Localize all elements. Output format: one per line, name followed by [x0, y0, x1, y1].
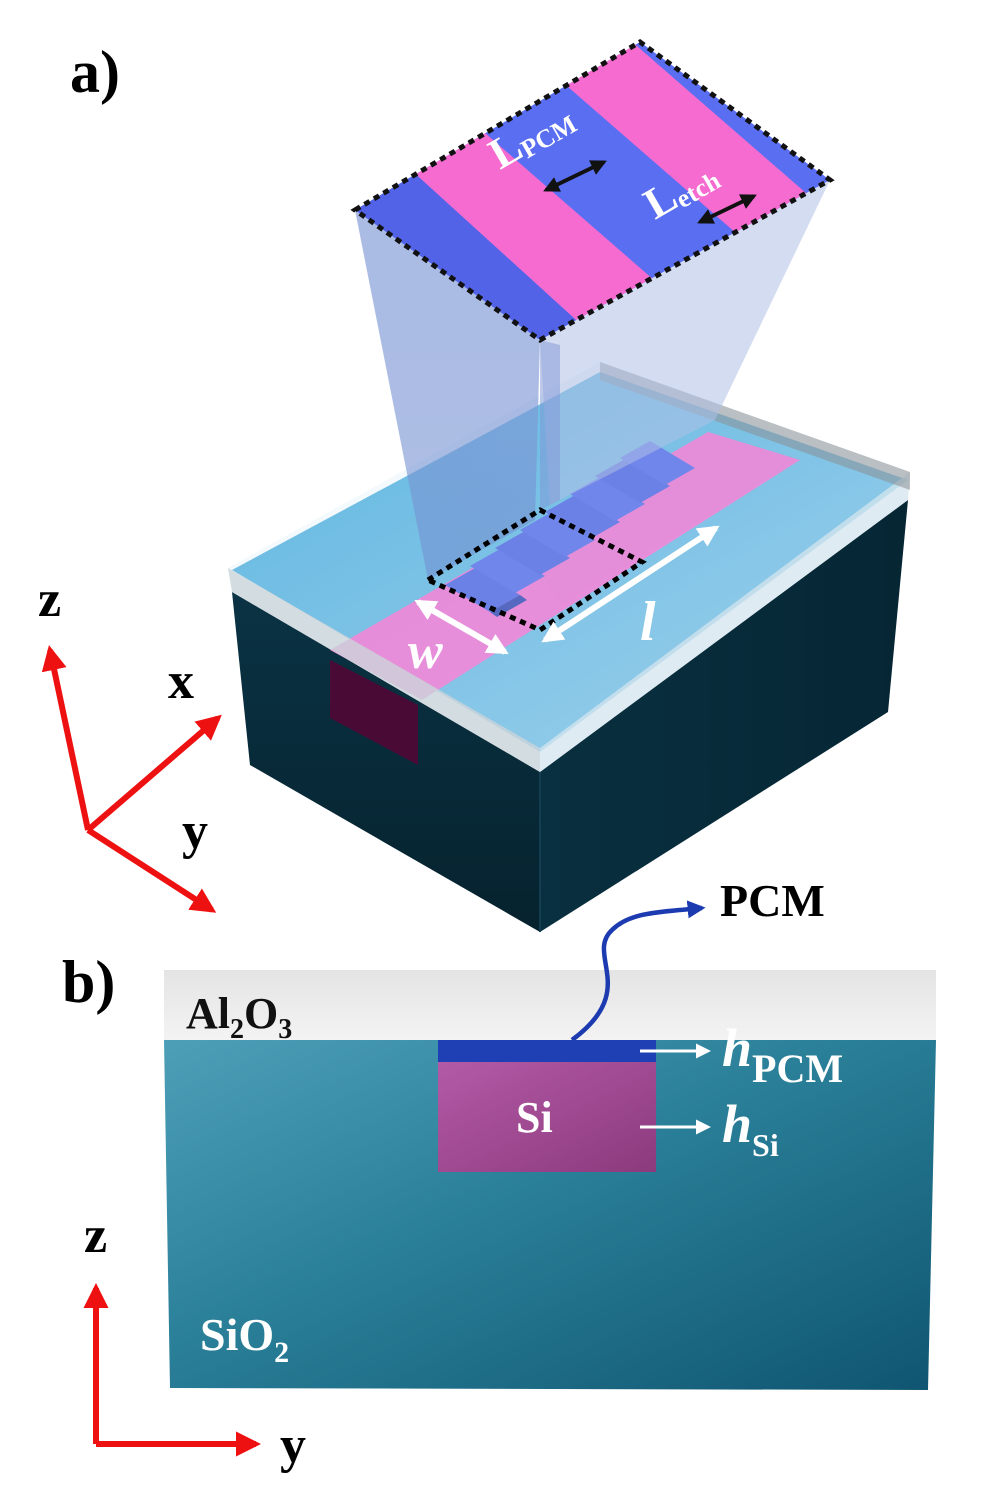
- panel-b: b) Al2O3 SiO2 Si PCM hPCM hSi: [62, 875, 936, 1474]
- axis-a-x-label: x: [168, 653, 194, 710]
- pcm-layer: [438, 1040, 656, 1062]
- axes-a: z x y: [38, 571, 222, 913]
- panel-a: LPCM Letch w l a) z x y: [38, 39, 910, 932]
- panel-a-label: a): [70, 39, 120, 105]
- panel-b-label: b): [62, 949, 115, 1015]
- al2o3-cap-front: [228, 568, 540, 772]
- axis-a-z: [41, 645, 91, 831]
- label-sio2: SiO2: [200, 1309, 289, 1369]
- axis-b-y-label: y: [280, 1417, 306, 1474]
- axis-b-z-label: z: [84, 1207, 107, 1264]
- substrate-block: [232, 500, 908, 932]
- label-w: w: [408, 623, 443, 680]
- inset-outline: [350, 39, 835, 343]
- arrow-l: [541, 525, 720, 643]
- label-al2o3: Al2O3: [186, 989, 292, 1045]
- waveguide-end-face: [330, 660, 418, 765]
- projection-beam-center: [540, 340, 560, 510]
- al2o3-layer: [164, 970, 936, 1040]
- si-waveguide: [438, 1062, 656, 1172]
- al2o3-cap-right: [540, 472, 910, 772]
- axis-a-y-label: y: [182, 803, 208, 860]
- substrate-front-face: [232, 592, 540, 932]
- label-pcm: PCM: [720, 875, 825, 926]
- arrow-w: [414, 599, 509, 655]
- axes-b: z y: [83, 1207, 306, 1474]
- substrate-right-face: [540, 500, 908, 932]
- projection-beam-left: [355, 210, 540, 580]
- axis-a-x: [86, 714, 222, 833]
- label-si: Si: [516, 1093, 553, 1142]
- axis-a-y: [86, 827, 217, 913]
- label-h-si: hSi: [722, 1094, 779, 1163]
- pcm-callout-arrow: [570, 900, 706, 1042]
- projection-beam-right: [540, 180, 830, 505]
- axis-a-z-label: z: [38, 571, 61, 628]
- arrow-l-etch: [697, 194, 757, 224]
- sio2-layer: [164, 1040, 936, 1390]
- label-h-pcm: hPCM: [722, 1018, 843, 1091]
- label-l: l: [640, 591, 656, 653]
- arrow-l-pcm: [543, 160, 607, 192]
